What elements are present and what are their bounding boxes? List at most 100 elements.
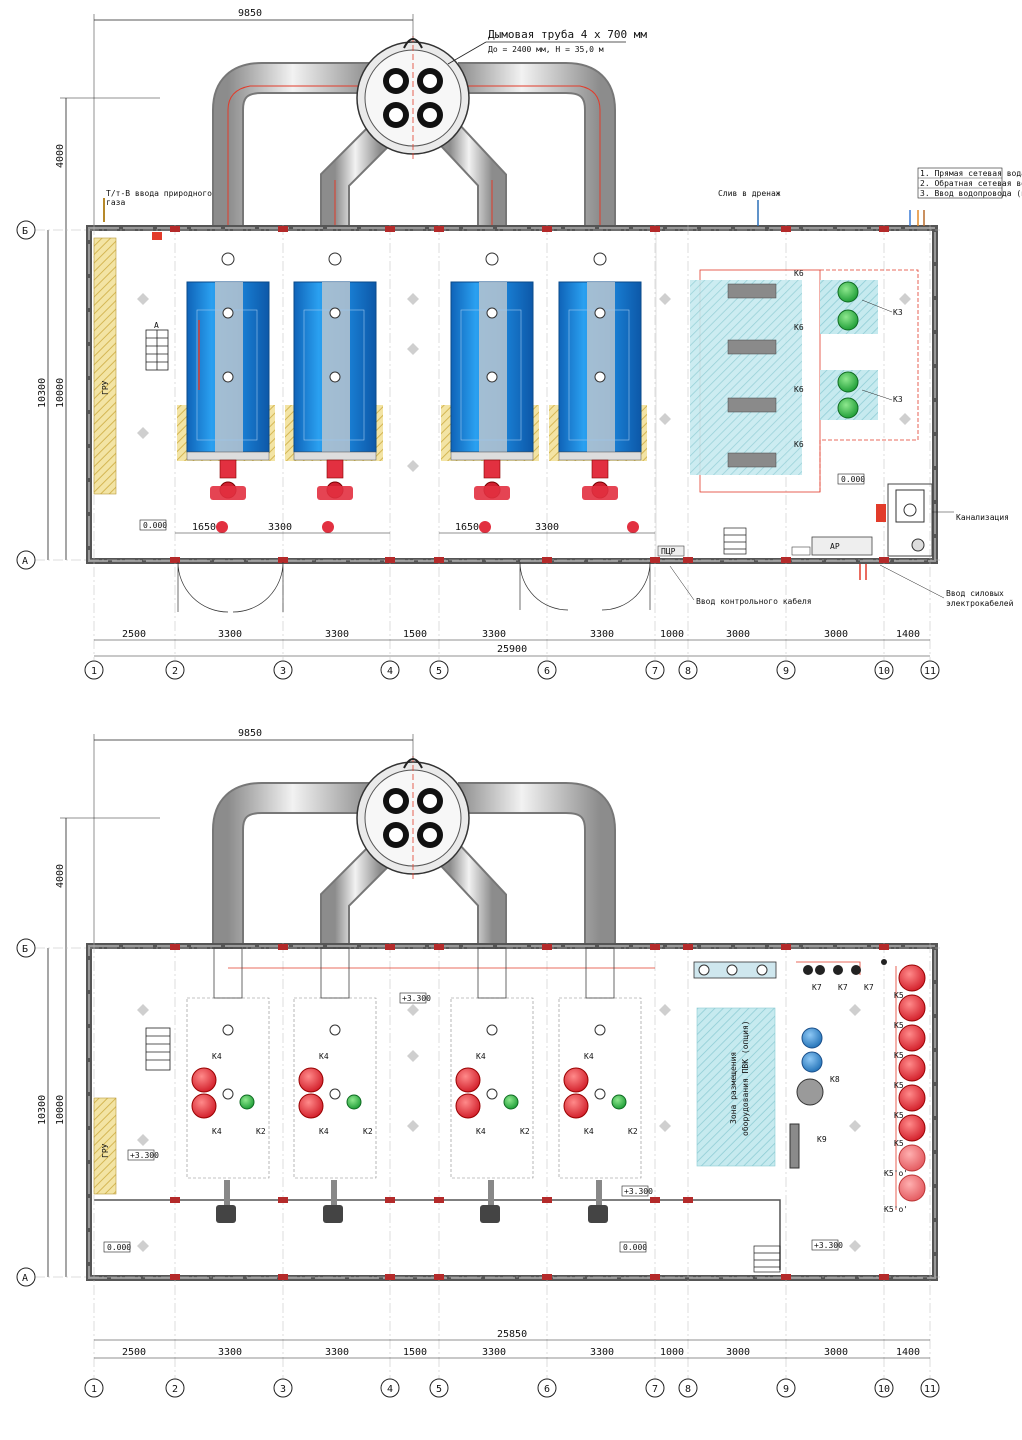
span-dimensions-bottom: 25850 2500 3300 3300 1500 3300 3300 1000… (94, 1329, 930, 1359)
boiler-2 (285, 252, 383, 461)
columns (170, 226, 889, 563)
k4-4a: К4 (584, 1052, 594, 1061)
legend-3: 3. Ввод водопровода (исх. воды) (920, 189, 1022, 198)
burner-3 (474, 459, 510, 500)
level-0000-d: 0.000 (623, 1243, 647, 1252)
mark-k3-2: К3 (893, 395, 903, 404)
burner-1 (210, 459, 246, 500)
upper-floor-plan: 9850 4000 10300 10000 (16, 728, 940, 1398)
k9-mark: К9 (817, 1135, 827, 1144)
k5-3: К5 (894, 1051, 904, 1060)
burner-4 (582, 459, 639, 533)
gas-unit-area (93, 237, 117, 495)
svg-text:1: 1 (91, 1384, 97, 1395)
svg-text:Б: Б (22, 226, 28, 237)
k4-1a: К4 (212, 1052, 222, 1061)
gas-inlet-label-1: Т/т-В ввода природного (106, 189, 212, 198)
dim-side-4000-2: 4000 (55, 864, 66, 888)
span-1: 2500 (122, 629, 146, 640)
burners-2 (216, 1180, 608, 1223)
valves-k7 (803, 959, 887, 975)
svg-text:6: 6 (544, 666, 550, 677)
chimney (356, 36, 470, 162)
level-3300-c: +3.300 (624, 1187, 653, 1196)
level-3300-d: +3.300 (814, 1241, 843, 1250)
stair-mark: А (154, 321, 159, 330)
gas-inlet-label-2: газа (106, 198, 125, 207)
gas-unit-area-2 (93, 1097, 117, 1195)
floor-markers-2 (137, 1004, 861, 1252)
dim-1650-b: 1650 (455, 522, 479, 533)
svg-text:2: 2 (172, 1384, 178, 1395)
optional-equipment-zone (696, 1007, 776, 1167)
svg-text:4: 4 (387, 666, 393, 677)
svg-text:3: 3 (280, 1384, 286, 1395)
svg-text:7: 7 (652, 1384, 658, 1395)
flue-ducts-2 (212, 782, 616, 948)
small-stair-2 (753, 1245, 781, 1273)
k5-4: К5 (894, 1081, 904, 1090)
small-stair (723, 527, 747, 555)
span-6: 3300 (590, 629, 614, 640)
bspan-10: 1400 (896, 1347, 920, 1358)
axis-bubbles-top: 1 2 3 4 5 6 7 8 9 10 11 Б А (16, 220, 940, 680)
svg-text:11: 11 (924, 666, 936, 677)
dim-side-10300: 10300 (37, 378, 48, 408)
chimney-2 (356, 756, 470, 882)
svg-text:А: А (22, 1273, 28, 1284)
tanks-k5 (898, 964, 926, 1202)
dim-top-9850: 9850 (238, 8, 262, 19)
bspan-8: 3000 (726, 1347, 750, 1358)
k4-3b: К4 (476, 1127, 486, 1136)
k7-2: К7 (838, 983, 848, 992)
zone-label-2: оборудования ПВК (опция) (740, 1020, 750, 1136)
k7-3: К7 (864, 983, 874, 992)
dim-side-10300-2: 10300 (37, 1095, 48, 1125)
k5o-2: К5'о' (884, 1205, 908, 1214)
grid-lines-2 (35, 943, 940, 1380)
span-2: 3300 (218, 629, 242, 640)
legend-2: 2. Обратная сетевая вода (920, 178, 1022, 188)
svg-text:8: 8 (685, 1384, 691, 1395)
k5-2: К5 (894, 1021, 904, 1030)
svg-text:4: 4 (387, 1384, 393, 1395)
svg-text:2: 2 (172, 666, 178, 677)
expansion-tanks-k4 (191, 1067, 589, 1119)
mark-k6-1: К6 (794, 269, 804, 278)
svg-text:11: 11 (924, 1384, 936, 1395)
span-9: 3000 (824, 629, 848, 640)
gru-label-2: ГРУ (101, 1143, 110, 1158)
panel-label: АР (830, 542, 840, 551)
k7-1: К7 (812, 983, 822, 992)
svg-text:10: 10 (878, 666, 890, 677)
svg-text:5: 5 (436, 1384, 442, 1395)
legend-1: 1. Прямая сетевая вода (920, 169, 1022, 178)
burner-2 (317, 459, 353, 500)
floor-markers (137, 293, 911, 472)
svg-text:1: 1 (91, 666, 97, 677)
bspan-6: 3300 (590, 1347, 614, 1358)
mark-k3-1: К3 (893, 308, 903, 317)
boiler-4 (549, 252, 647, 461)
k4-2a: К4 (319, 1052, 329, 1061)
svg-text:Б: Б (22, 944, 28, 955)
k5-6: К5 (894, 1139, 904, 1148)
svg-text:9: 9 (783, 666, 789, 677)
k2-4: К2 (628, 1127, 638, 1136)
bspan-7: 1000 (660, 1347, 684, 1358)
bspan-3: 3300 (325, 1347, 349, 1358)
bspan-1: 2500 (122, 1347, 146, 1358)
filters-k6 (727, 283, 777, 468)
boiler-1 (177, 252, 275, 461)
level-0000-b: 0.000 (841, 475, 865, 484)
dim-3300-a: 3300 (268, 522, 292, 533)
k2-1: К2 (256, 1127, 266, 1136)
dim-side-10000: 10000 (55, 378, 66, 408)
dim-1650-a: 1650 (192, 522, 216, 533)
dim-side-4000: 4000 (55, 144, 66, 168)
drain-label: Слив в дренаж (718, 189, 781, 198)
mark-k6-3: К6 (794, 385, 804, 394)
pumps-k3 (837, 281, 859, 419)
building-walls-2 (86, 943, 938, 1281)
ground-floor-plan: Дымовая труба 4 x 700 мм Дo = 2400 мм, H… (16, 8, 1022, 680)
